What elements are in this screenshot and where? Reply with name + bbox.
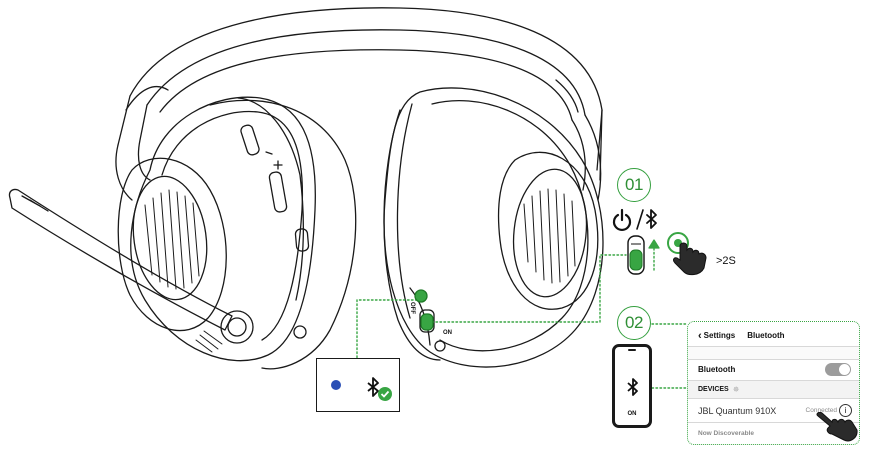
press-duration-label: >2S [716, 255, 736, 267]
hand-pointer-icon [673, 242, 707, 276]
spinner-icon: ✵ [732, 385, 740, 394]
info-icon[interactable]: i [839, 404, 852, 417]
bluetooth-toggle[interactable] [825, 363, 851, 376]
power-icon [612, 213, 632, 232]
phone-illustration: ON [612, 344, 652, 428]
step-02-badge: 02 [617, 306, 651, 340]
settings-header: ‹ Settings Bluetooth [688, 325, 859, 347]
step-01-badge: 01 [617, 168, 651, 202]
power-switch-closeup [627, 235, 645, 275]
switch-on-label: ON [443, 330, 452, 336]
headband [129, 7, 603, 181]
bluetooth-toggle-row: Bluetooth [688, 359, 859, 381]
right-grille-slots [523, 188, 576, 284]
power-bluetooth-icon [612, 208, 657, 232]
settings-title: Bluetooth [747, 331, 785, 340]
chevron-left-icon[interactable]: ‹ [698, 329, 702, 342]
discoverable-row: Now Discoverable [688, 423, 859, 443]
step-01-number: 01 [625, 175, 643, 194]
phone-speaker [628, 349, 636, 351]
blue-led-dot [331, 380, 341, 390]
bluetooth-connected-icon [367, 377, 392, 401]
switch-off-label: OFF [409, 302, 415, 314]
left-grille-slots [144, 189, 200, 290]
right-earcup-plate [497, 151, 599, 310]
leader-led [356, 299, 422, 359]
devices-header-row: DEVICES ✵ [688, 381, 859, 399]
settings-back-link[interactable]: Settings [703, 331, 736, 340]
bluetooth-icon [646, 209, 657, 229]
left-earcup [130, 96, 316, 362]
device-status: Connected [805, 407, 837, 414]
discoverable-label: Now Discoverable [698, 429, 754, 437]
touch-ring [667, 232, 689, 254]
led-indicator [414, 289, 428, 303]
devices-header: DEVICES [698, 386, 729, 393]
right-yoke [571, 114, 602, 201]
settings-spacer [688, 347, 859, 360]
step-02-number: 02 [625, 313, 643, 332]
toggle-knob [839, 364, 850, 375]
bluetooth-label: Bluetooth [698, 365, 736, 374]
leader-switch [431, 254, 627, 323]
tap-hand-icon [816, 412, 858, 442]
device-row[interactable]: JBL Quantum 910X Connected i [688, 399, 859, 423]
phone-bluetooth-icon [627, 378, 638, 396]
press-hold-gesture [667, 232, 707, 276]
device-name: JBL Quantum 910X [698, 405, 777, 416]
right-earcup [383, 87, 604, 368]
phone-on-label: ON [627, 411, 637, 417]
status-box [316, 358, 400, 412]
cup-power-switch [420, 313, 434, 331]
left-yoke [115, 104, 151, 201]
mic-boom [8, 188, 233, 331]
up-arrow-icon [648, 239, 660, 249]
